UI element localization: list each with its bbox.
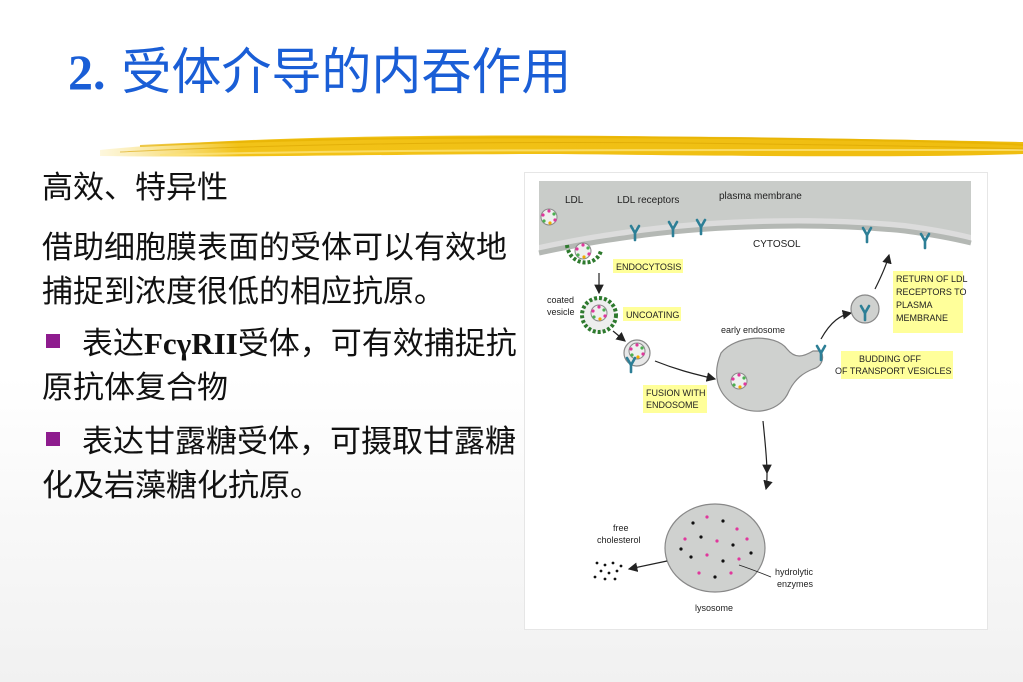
square-bullet-icon: [46, 431, 60, 446]
label-free-cholesterol-2: cholesterol: [597, 535, 641, 545]
lysosome-particles: [679, 515, 753, 579]
label-return-4: MEMBRANE: [896, 313, 948, 323]
label-budding-1: BUDDING OFF: [859, 354, 922, 364]
bullet-item-fc-receptor: 表达FcγRII受体，可有效捕捉抗原抗体复合物: [42, 326, 517, 406]
description-paragraph: 借助细胞膜表面的受体可以有效地捕捉到浓度很低的相应抗原。: [42, 230, 507, 310]
label-return-1: RETURN OF LDL: [896, 274, 968, 284]
label-return-2: RECEPTORS TO: [896, 287, 967, 297]
square-bullet-icon: [46, 333, 60, 348]
brush-stroke-divider: [100, 135, 1023, 157]
label-lysosome: lysosome: [695, 603, 733, 613]
slide-title: 2. 受体介导的内吞作用: [68, 40, 571, 104]
label-coated-vesicle-1: coated: [547, 295, 574, 305]
label-fusion-1: FUSION WITH: [646, 388, 706, 398]
label-hydrolytic-2: enzymes: [777, 579, 814, 589]
label-ldl: LDL: [565, 195, 584, 206]
label-coated-vesicle-2: vesicle: [547, 307, 575, 317]
title-text: 受体介导的内吞作用: [121, 43, 572, 101]
feature-line: 高效、特异性: [42, 170, 228, 206]
content-text: 高效、特异性 借助细胞膜表面的受体可以有效地捕捉到浓度很低的相应抗原。 表达Fc…: [42, 166, 522, 518]
label-cytosol: CYTOSOL: [753, 239, 801, 250]
free-cholesterol-dots: [593, 561, 623, 581]
label-early-endosome: early endosome: [721, 325, 785, 335]
title-number: 2.: [68, 44, 106, 100]
label-endocytosis: ENDOCYTOSIS: [616, 262, 681, 272]
bullet-item-mannose-receptor: 表达甘露糖受体，可摄取甘露糖化及岩藻糖化抗原。: [42, 424, 516, 504]
endocytosis-diagram: LDL LDL receptors plasma membrane CYTOSO…: [524, 172, 988, 630]
label-return-3: PLASMA: [896, 300, 933, 310]
label-hydrolytic-1: hydrolytic: [775, 567, 814, 577]
label-uncoating: UNCOATING: [626, 310, 679, 320]
label-fusion-2: ENDOSOME: [646, 400, 699, 410]
label-budding-2: OF TRANSPORT VESICLES: [835, 366, 952, 376]
label-plasma-membrane: plasma membrane: [719, 191, 802, 202]
label-free-cholesterol-1: free: [613, 523, 629, 533]
label-ldl-receptors: LDL receptors: [617, 195, 679, 206]
